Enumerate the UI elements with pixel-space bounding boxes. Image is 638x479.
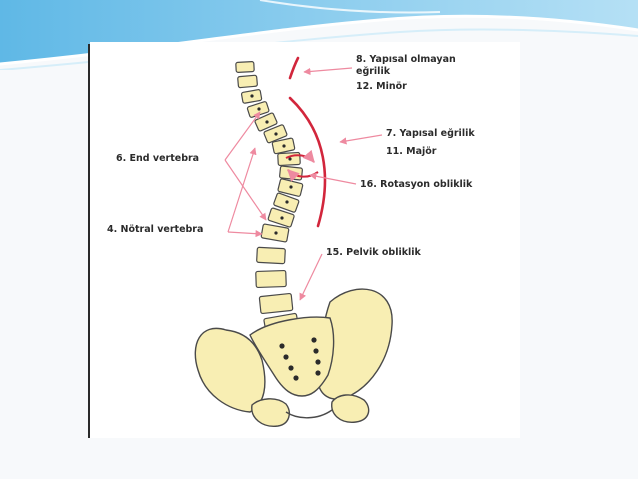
pelvis <box>194 288 393 427</box>
arrow-nonstructural <box>303 67 353 76</box>
arrow-pelvic <box>299 253 323 301</box>
vertebra <box>256 246 286 265</box>
pubic-symphysis <box>285 409 333 419</box>
spine-vertebrae <box>235 61 304 337</box>
label-neutral-vertebra: 4. Nötral vertebra <box>107 224 204 235</box>
sacrum <box>249 316 335 397</box>
label-pelvic-obliquity: 15. Pelvik obliklik <box>326 247 421 258</box>
vertebra <box>255 269 287 289</box>
vertebra <box>237 74 258 89</box>
left-pubic-ring <box>251 398 290 427</box>
label-major: 11. Majör <box>386 146 437 157</box>
arrow-end-vertebra-top <box>224 111 261 161</box>
label-structural-curve: 7. Yapısal eğrilik <box>386 128 475 139</box>
arrow-rotation <box>309 172 357 185</box>
major-curve-arc <box>288 96 327 228</box>
vertebra <box>235 61 255 73</box>
label-rotation-obliquity: 16. Rotasyon obliklik <box>360 179 473 190</box>
label-minor: 12. Minör <box>356 81 407 92</box>
vertebra <box>258 292 294 315</box>
label-arrows <box>224 67 383 301</box>
curve-markers <box>288 56 327 228</box>
label-nonstructural-curve-line2: eğrilik <box>356 66 391 77</box>
left-divider-line <box>88 44 90 438</box>
label-nonstructural-curve: 8. Yapısal olmayan <box>356 54 456 65</box>
arrow-structural <box>339 134 383 145</box>
arrow-end-vertebra-bottom <box>224 159 267 221</box>
sacral-foramina <box>279 337 321 381</box>
label-end-vertebra: 6. End vertebra <box>116 153 200 164</box>
minor-curve-arc <box>288 56 300 80</box>
right-pubic-ring <box>331 394 370 423</box>
arrow-neutral-top <box>227 147 257 233</box>
rotation-arrow-upper <box>285 149 315 163</box>
arrow-neutral-bottom <box>227 230 263 238</box>
